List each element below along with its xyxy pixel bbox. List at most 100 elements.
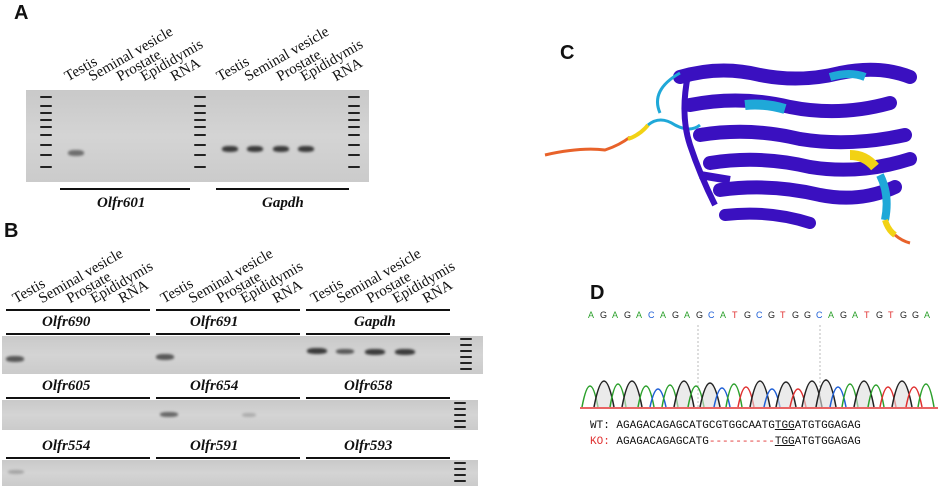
panel-b-letter: B bbox=[4, 220, 19, 242]
base-call: A bbox=[828, 310, 835, 320]
gel-band bbox=[365, 349, 385, 355]
gel-band bbox=[8, 470, 24, 474]
gene-underline bbox=[6, 397, 150, 399]
base-call: G bbox=[744, 310, 752, 320]
gel-band bbox=[336, 349, 354, 354]
panel-c-letter: C bbox=[560, 42, 575, 64]
panel-a-gel bbox=[26, 90, 369, 182]
gene-underline bbox=[306, 397, 450, 399]
gene-label: Olfr654 bbox=[190, 378, 239, 394]
base-call: A bbox=[660, 310, 667, 320]
helix-light-accent bbox=[656, 71, 681, 114]
base-call: G bbox=[876, 310, 884, 320]
gene-label: Olfr554 bbox=[42, 438, 91, 454]
base-call: C bbox=[648, 310, 655, 320]
base-call: A bbox=[588, 310, 595, 320]
gel-band bbox=[222, 146, 238, 152]
wt-sequence: WT: AGAGACAGAGCATGCGTGGCAATGTGGATGTGGAGA… bbox=[590, 420, 861, 432]
base-call: A bbox=[636, 310, 643, 320]
gene-underline bbox=[60, 188, 190, 190]
ko-sequence: KO: AGAGACAGAGCATG----------TGGATGTGGAGA… bbox=[590, 436, 861, 448]
base-call: A bbox=[852, 310, 859, 320]
wt-seq-part: AGAGACAGAGCATGCGTGGCAATG bbox=[616, 420, 775, 432]
ko-label: KO: bbox=[590, 436, 610, 448]
base-call: G bbox=[696, 310, 704, 320]
c-terminal-light bbox=[876, 173, 891, 221]
n-terminal-coil bbox=[544, 135, 631, 157]
base-call: T bbox=[780, 310, 786, 320]
base-call: G bbox=[804, 310, 812, 320]
base-call: G bbox=[672, 310, 680, 320]
gene-underline bbox=[216, 188, 349, 190]
c-terminal-yellow bbox=[849, 150, 879, 171]
base-call: T bbox=[888, 310, 894, 320]
ko-seq-part: ATGTGGAGAG bbox=[794, 436, 861, 448]
gene-label: Olfr658 bbox=[344, 378, 393, 394]
gene-underline bbox=[156, 333, 300, 335]
gene-label: Gapdh bbox=[262, 195, 304, 211]
gel-band bbox=[242, 413, 256, 417]
chromatogram bbox=[580, 325, 938, 409]
gel-band bbox=[298, 146, 314, 152]
base-call: A bbox=[612, 310, 619, 320]
gene-label: Olfr591 bbox=[190, 438, 239, 454]
base-call: G bbox=[768, 310, 776, 320]
pam-site: TGG bbox=[774, 420, 795, 432]
gene-underline bbox=[306, 333, 450, 335]
base-call: T bbox=[732, 310, 738, 320]
base-call: G bbox=[912, 310, 920, 320]
gel-band bbox=[395, 349, 415, 355]
panel-b-gel-row3 bbox=[2, 460, 478, 486]
gene-underline bbox=[156, 457, 300, 459]
c-terminal-orange bbox=[894, 233, 911, 245]
coil-light bbox=[647, 118, 701, 131]
base-call: G bbox=[900, 310, 908, 320]
gene-underline bbox=[306, 309, 450, 311]
panel-b-gel-row2 bbox=[2, 400, 478, 430]
base-call: C bbox=[708, 310, 715, 320]
base-call: A bbox=[720, 310, 727, 320]
c-terminal-yellow bbox=[882, 219, 897, 238]
gel-band bbox=[156, 354, 174, 360]
coil-yellow bbox=[627, 123, 650, 141]
gene-underline bbox=[6, 309, 150, 311]
base-call: C bbox=[756, 310, 763, 320]
base-call: G bbox=[600, 310, 608, 320]
gene-underline bbox=[306, 457, 450, 459]
helix-light-accent bbox=[828, 70, 867, 81]
gel-band bbox=[307, 348, 327, 354]
base-call: G bbox=[840, 310, 848, 320]
helix-bundle bbox=[673, 62, 917, 229]
base-call: A bbox=[924, 310, 931, 320]
gene-underline bbox=[156, 309, 300, 311]
base-call: T bbox=[864, 310, 870, 320]
panel-d-letter: D bbox=[590, 282, 605, 304]
base-call: A bbox=[684, 310, 691, 320]
base-call: G bbox=[792, 310, 800, 320]
wt-label: WT: bbox=[590, 420, 610, 432]
pam-site: TGG bbox=[774, 436, 795, 448]
gene-label: Olfr690 bbox=[42, 314, 91, 330]
gel-band bbox=[160, 412, 178, 417]
gene-label: Olfr593 bbox=[344, 438, 393, 454]
base-call: C bbox=[816, 310, 823, 320]
gene-underline bbox=[156, 397, 300, 399]
gel-band bbox=[6, 356, 24, 362]
panel-b-gel-row1 bbox=[2, 336, 483, 374]
wt-seq-part: ATGTGGAGAG bbox=[794, 420, 861, 432]
gene-underline bbox=[6, 333, 150, 335]
ko-seq-part: AGAGACAGAGCATG bbox=[616, 436, 709, 448]
gel-band bbox=[247, 146, 263, 152]
gene-label: Olfr601 bbox=[97, 195, 146, 211]
protein-structure bbox=[544, 62, 917, 245]
panel-a-letter: A bbox=[14, 2, 29, 24]
gene-label: Gapdh bbox=[354, 314, 396, 330]
gel-band bbox=[273, 146, 289, 152]
helix-light-accent bbox=[744, 99, 787, 114]
base-call: G bbox=[624, 310, 632, 320]
gene-label: Olfr691 bbox=[190, 314, 239, 330]
gene-label: Olfr605 bbox=[42, 378, 91, 394]
deletion: ---------- bbox=[708, 436, 775, 448]
gene-underline bbox=[6, 457, 150, 459]
gel-band bbox=[68, 150, 84, 156]
